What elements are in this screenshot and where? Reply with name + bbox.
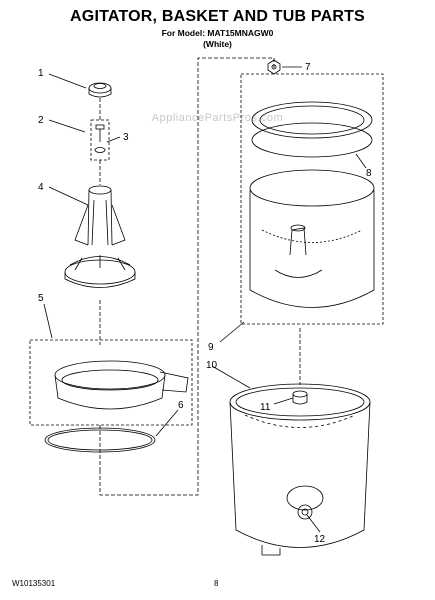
leader-lines <box>43 66 367 533</box>
drive-hub-part <box>286 485 324 520</box>
tub-bearing-part <box>292 390 308 405</box>
color-line: (White) <box>203 39 232 49</box>
callout-4: 4 <box>38 182 44 193</box>
watermark: AppliancePartsPros.com <box>151 112 284 124</box>
callout-8: 8 <box>366 168 372 179</box>
callout-11: 11 <box>260 402 271 413</box>
callout-2: 2 <box>38 115 44 126</box>
basket-nut-part <box>267 59 281 75</box>
outer-tub-part <box>229 383 371 556</box>
agitator-part <box>64 185 136 288</box>
balance-ring-group-part <box>29 339 193 453</box>
agitator-cap-part <box>88 82 112 98</box>
callout-3: 3 <box>123 132 129 143</box>
callout-7: 7 <box>305 62 311 73</box>
page-number: 8 <box>214 579 219 588</box>
model-line: For Model: MAT15MNAGW0 <box>161 28 274 38</box>
callout-12: 12 <box>314 534 326 545</box>
callout-1: 1 <box>38 68 44 79</box>
callout-9: 9 <box>208 342 214 353</box>
callout-10: 10 <box>206 360 218 371</box>
doc-number: W10135301 <box>12 579 56 588</box>
callout-numbers: 1 2 3 4 5 6 7 8 9 10 11 12 <box>38 62 372 545</box>
callout-6: 6 <box>178 400 184 411</box>
page-title: AGITATOR, BASKET AND TUB PARTS <box>70 8 365 25</box>
bolt-washer-kit-part <box>90 119 110 161</box>
callout-5: 5 <box>38 293 44 304</box>
basket-group-part <box>240 73 384 325</box>
assembly-lines <box>99 57 301 496</box>
